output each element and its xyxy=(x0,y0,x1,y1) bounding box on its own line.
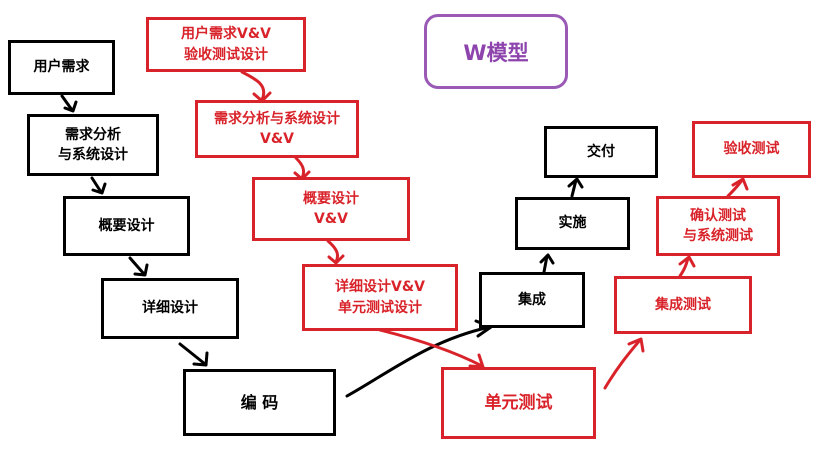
box-line: 需求分析与系统设计 xyxy=(214,110,340,127)
box-line: 与系统测试 xyxy=(683,228,753,244)
box-line: 用户需求 xyxy=(33,59,90,76)
arrow-analysis-to-overview xyxy=(90,176,103,194)
box-line: 编 码 xyxy=(240,392,279,412)
box-line: 与系统设计 xyxy=(58,147,128,163)
arrow-unittest-to-integtest xyxy=(603,338,642,390)
arrow-detail-to-coding xyxy=(178,342,207,366)
integration-box: 集成 xyxy=(479,272,585,328)
unit-test-box: 单元测试 xyxy=(441,367,596,439)
user-requirement-box: 用户需求 xyxy=(8,40,115,95)
box-line: 集成 xyxy=(518,291,546,308)
box-line: 验收测试 xyxy=(723,141,780,158)
box-line: 实施 xyxy=(558,215,587,232)
detail-design-box: 详细设计 xyxy=(101,278,239,339)
arrow-integrate-to-implement xyxy=(542,254,549,274)
box-line: 单元测试设计 xyxy=(338,299,422,316)
delivery-box: 交付 xyxy=(544,126,658,178)
box-line: 单元测试 xyxy=(484,392,553,413)
box-line: 交付 xyxy=(587,143,615,160)
box-line: 概要设计 xyxy=(98,217,155,234)
arrow-overviewvv-to-detailvv xyxy=(326,239,340,264)
acceptance-test-box: 验收测试 xyxy=(692,121,811,178)
box-line: 需求分析 xyxy=(65,126,121,143)
implementation-box: 实施 xyxy=(515,197,630,250)
arrow-userreq-to-analysis xyxy=(60,94,74,112)
requirement-analysis-box: 需求分析 与系统设计 xyxy=(27,114,159,176)
confirmation-test-box: 确认测试 与系统测试 xyxy=(656,196,780,256)
diagram-title: W模型 xyxy=(424,14,568,89)
box-line: 用户需求V&V xyxy=(181,26,271,43)
box-line: V&V xyxy=(314,211,348,227)
overview-design-box: 概要设计 xyxy=(63,196,190,256)
arrow-detailvv-to-unittest xyxy=(378,328,484,368)
arrow-confirmtest-to-accepttest xyxy=(726,178,744,198)
acceptance-test-design-box: 用户需求V&V 验收测试设计 xyxy=(146,17,306,72)
box-line: 详细设计 xyxy=(142,300,198,317)
system-design-vv-box: 需求分析与系统设计 V&V xyxy=(195,100,359,158)
box-line: 确认测试 xyxy=(690,207,746,224)
arrow-overview-to-detail xyxy=(128,256,146,276)
box-line: 验收测试设计 xyxy=(184,46,268,63)
arrow-sysvv-to-overviewvv xyxy=(294,156,306,180)
box-line: 详细设计V&V xyxy=(335,279,425,296)
box-line: 概要设计 xyxy=(303,190,359,207)
integration-test-box: 集成测试 xyxy=(614,276,752,334)
arrow-integtest-to-confirmtest xyxy=(678,256,690,278)
coding-box: 编 码 xyxy=(183,369,336,436)
box-line: 集成测试 xyxy=(655,296,711,313)
arrow-implement-to-deliver xyxy=(570,178,578,198)
box-line: V&V xyxy=(260,131,294,147)
detail-design-vv-box: 详细设计V&V 单元测试设计 xyxy=(302,264,458,331)
arrow-acceptdesign-to-sysvv xyxy=(240,70,266,102)
overview-design-vv-box: 概要设计 V&V xyxy=(252,177,410,241)
